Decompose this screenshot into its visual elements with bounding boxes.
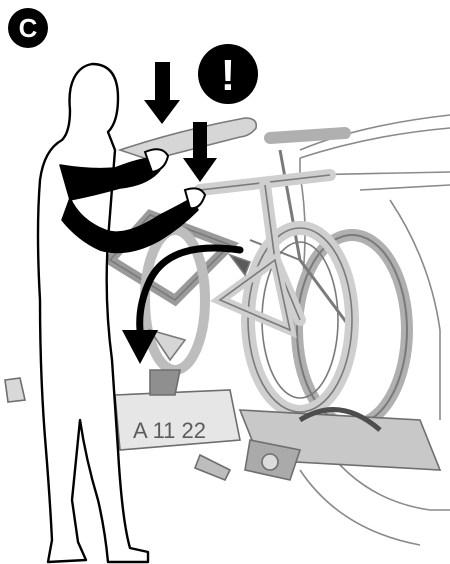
warning-symbol: !: [221, 51, 236, 100]
step-label: C: [19, 13, 38, 43]
front-bicycle: [200, 175, 352, 412]
person-silhouette: [38, 64, 148, 562]
license-plate-text: A 11 22: [133, 418, 206, 443]
down-arrow-icon: [144, 62, 180, 124]
exclamation-circle-icon: !: [198, 44, 258, 104]
letter-c-badge: C: [8, 8, 48, 48]
